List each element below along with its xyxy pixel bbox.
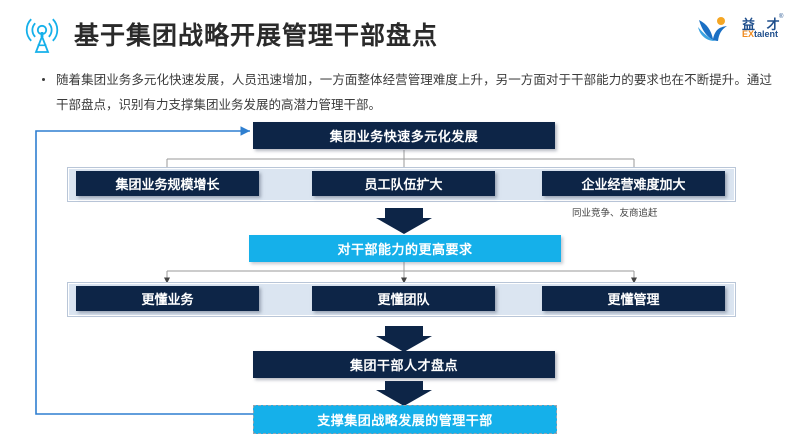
bullet-marker [42, 78, 45, 81]
outcome-box-strategic-managers[interactable]: 支撑集团战略发展的管理干部 [253, 405, 557, 434]
top-box-business-diversification[interactable]: 集团业务快速多元化发展 [253, 122, 555, 149]
person-wave-logo-icon [698, 17, 727, 41]
company-logo: 益 才 ® EXtalent [697, 14, 789, 46]
driver-box-2[interactable]: 企业经营难度加大 [542, 171, 725, 196]
review-box-talent-inventory[interactable]: 集团干部人才盘点 [253, 351, 555, 378]
capability-box-2[interactable]: 更懂管理 [542, 286, 725, 311]
broadcast-tower-icon [22, 12, 62, 56]
side-note-competition: 同业竞争、友商追赶 [572, 208, 658, 219]
page-title: 基于集团战略开展管理干部盘点 [74, 22, 439, 50]
capability-box-1[interactable]: 更懂团队 [312, 286, 495, 311]
logo-en-suffix: talent [754, 29, 779, 39]
driver-box-1[interactable]: 员工队伍扩大 [312, 171, 495, 196]
logo-en-text: EXtalent [742, 29, 778, 39]
logo-en-prefix: EX [742, 29, 755, 39]
requirement-box-higher-capability[interactable]: 对干部能力的更高要求 [249, 235, 561, 262]
logo-cn-text: 益 才 [742, 17, 784, 32]
capability-box-0[interactable]: 更懂业务 [76, 286, 259, 311]
intro-paragraph: 随着集团业务多元化快速发展，人员迅速增加，一方面整体经营管理难度上升，另一方面对… [56, 73, 772, 112]
logo-registered-mark: ® [779, 14, 784, 20]
driver-box-0[interactable]: 集团业务规模增长 [76, 171, 259, 196]
